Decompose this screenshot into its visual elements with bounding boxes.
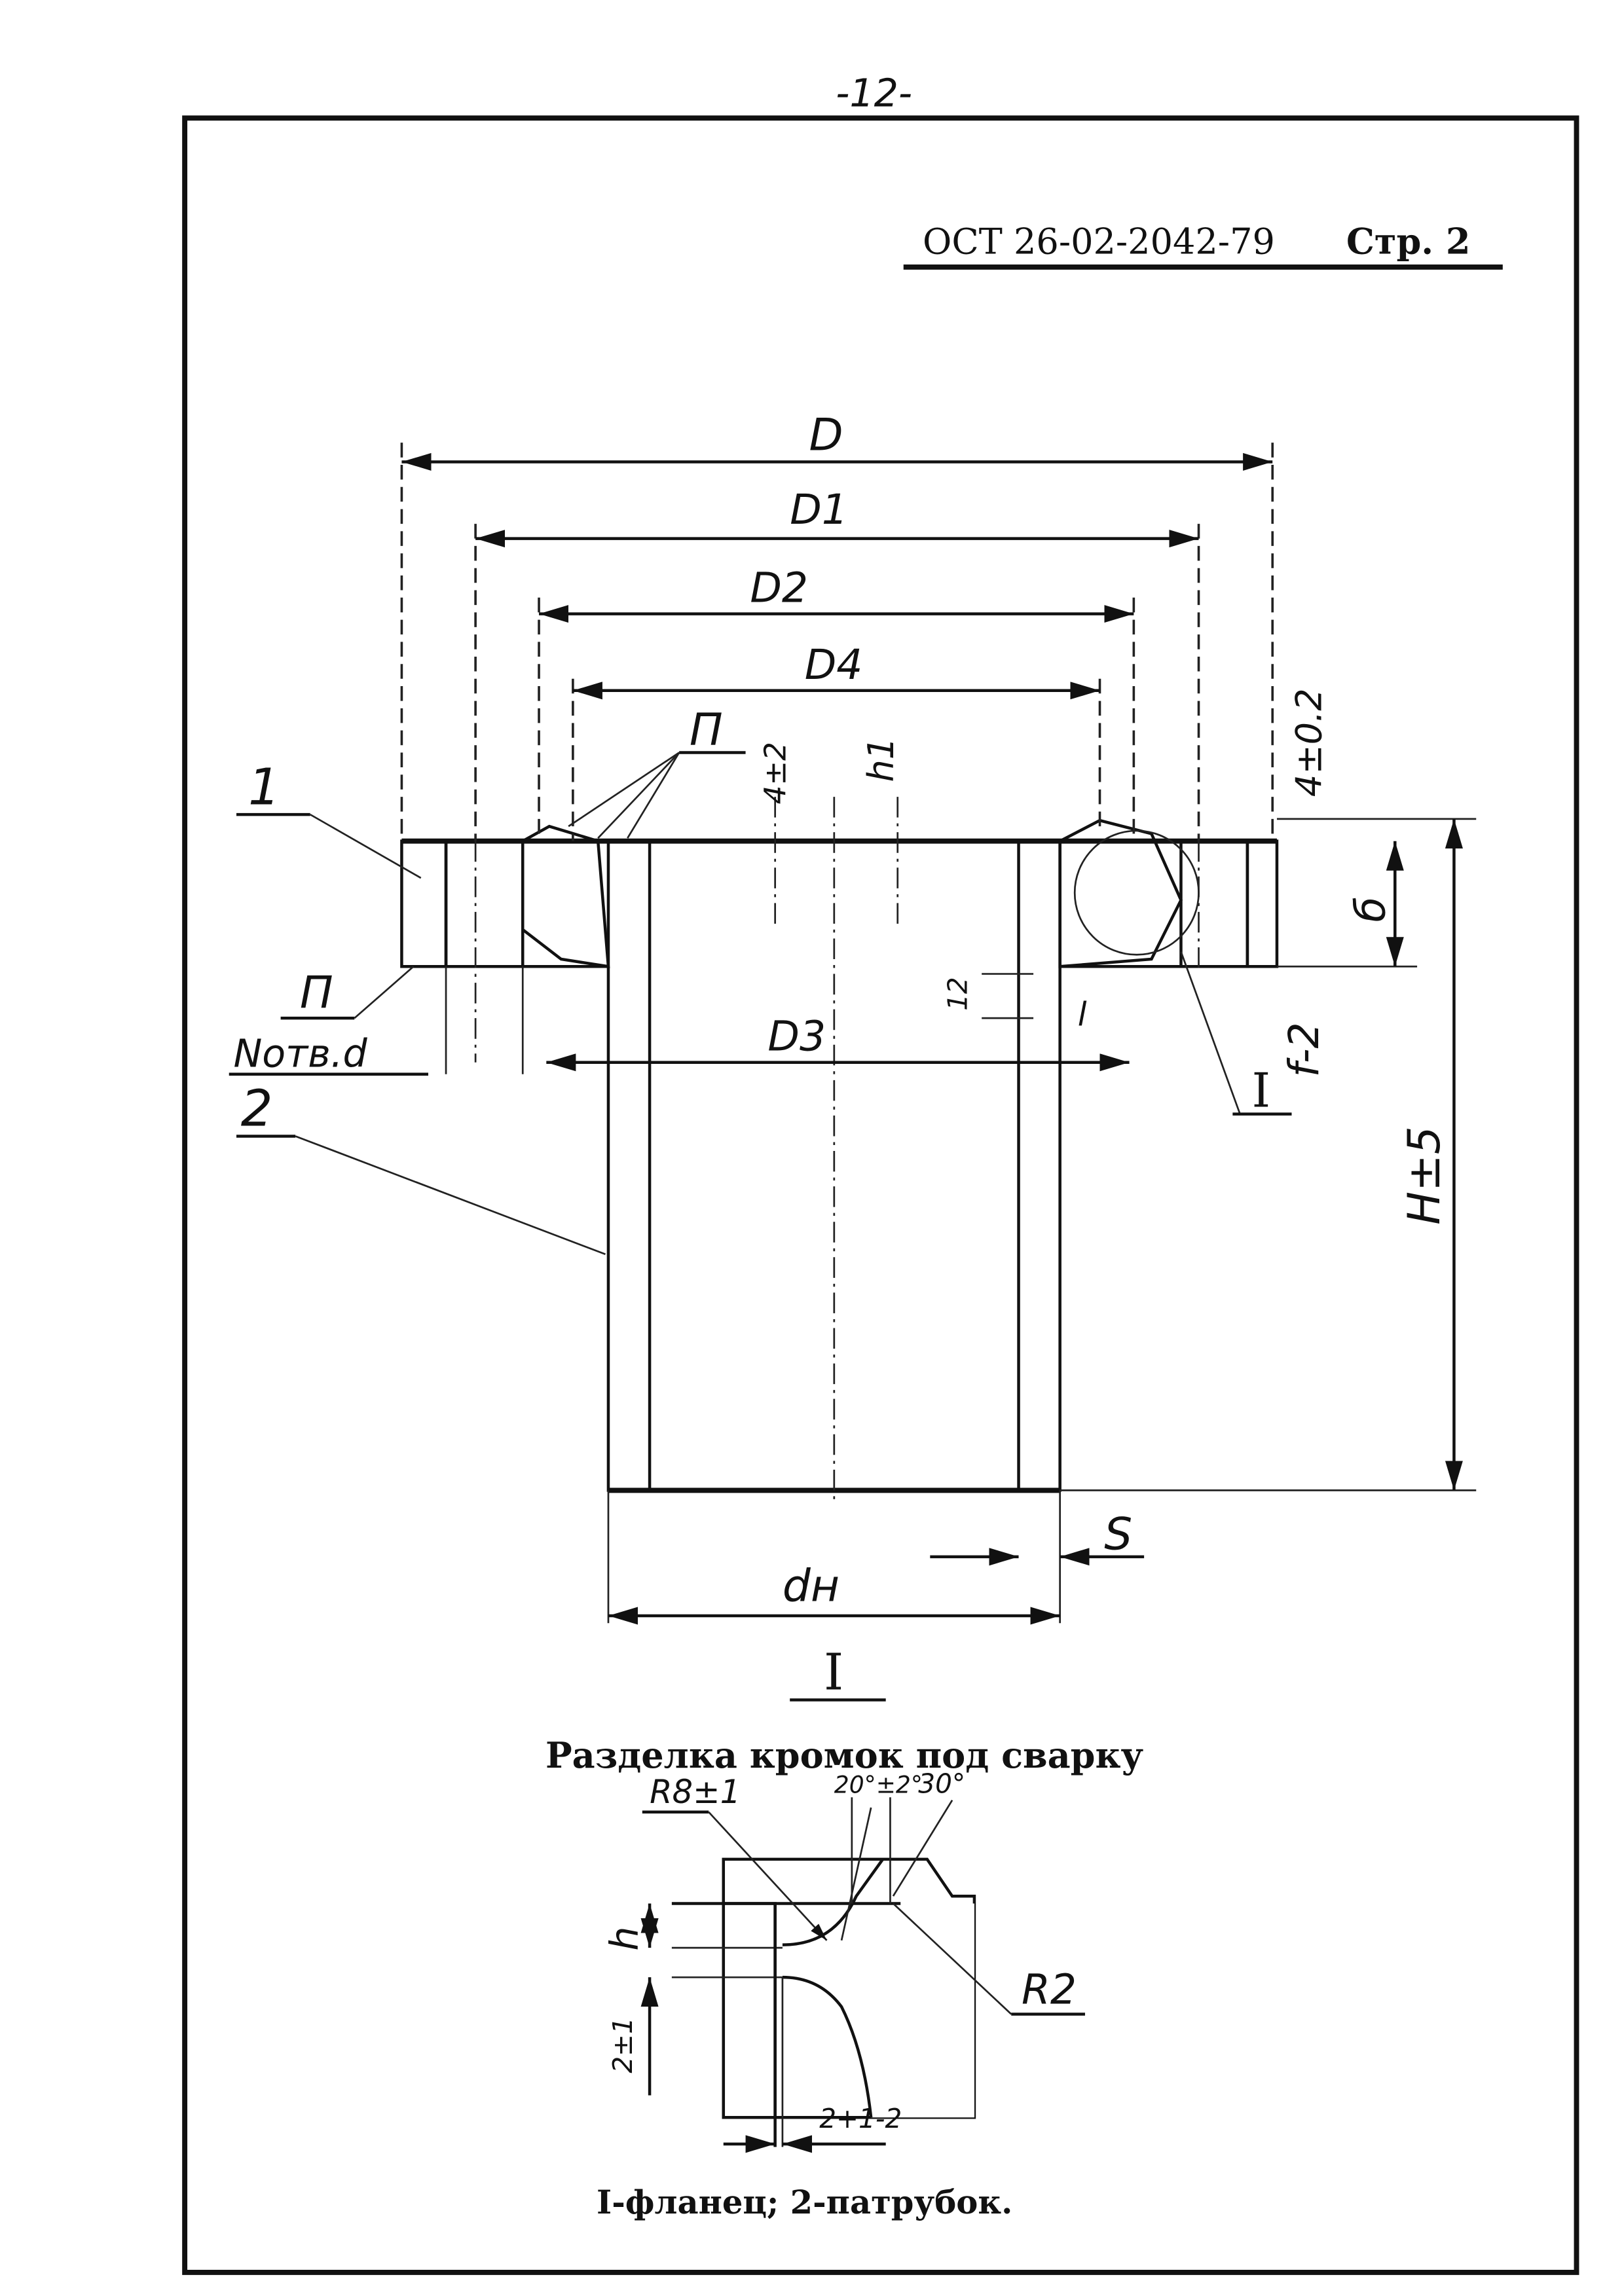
dim-b: б: [1346, 897, 1394, 922]
pipe-wall-left: [606, 839, 652, 1492]
detail-view: I Разделка кромок под сварку h 2±1 2+1-2…: [545, 1644, 1144, 2153]
dim-4-0.2: 4±0.2: [1289, 688, 1330, 797]
dim-H: H±5: [1398, 1126, 1450, 1225]
page-frame: [182, 115, 1579, 2275]
dim-D: D: [809, 409, 843, 460]
detail-circle: [1073, 829, 1200, 956]
detail-R8: R8±1: [650, 1773, 741, 1811]
weld-P-top: П: [690, 704, 723, 756]
detail-h: h: [602, 1926, 647, 1950]
dim-D2: D2: [750, 564, 808, 612]
dim-D4: D4: [805, 640, 863, 689]
dim-l: l: [1078, 995, 1087, 1033]
caption: I-фланец; 2-патрубок.: [597, 2183, 1012, 2221]
main-view: D D1 D2 D4 D3 dн S H±5 б 4±0.2 f-2 4±2 h…: [229, 409, 1477, 1625]
dim-f: f-2: [1280, 1022, 1328, 1077]
holes-label: Nотв.d: [233, 1032, 367, 1076]
dim-h1: h1: [860, 737, 902, 782]
detail-angle-30: 30°: [918, 1768, 965, 1799]
pipe-wall-right: [1017, 839, 1061, 1492]
detail-R2: R2: [1022, 1965, 1077, 2014]
dim-D1: D1: [790, 485, 848, 534]
page-label: Стр. 2: [1346, 221, 1471, 263]
standard-number: ОСТ 26-02-2042-79: [923, 221, 1275, 263]
page-number: -12-: [836, 71, 912, 115]
detail-root: 2+1-2: [819, 2103, 902, 2134]
detail-ref: I: [824, 1644, 843, 1702]
dim-S: S: [1104, 1508, 1132, 1560]
dim-D3: D3: [767, 1012, 826, 1061]
weld-P-left: П: [300, 966, 333, 1018]
detail-angle-20: 20°±2°: [834, 1771, 923, 1798]
dim-4-2: 4±2: [758, 742, 792, 804]
dim-dn: dн: [783, 1559, 840, 1611]
item-2-label: 2: [241, 1080, 273, 1139]
dim-12: 12: [942, 977, 974, 1011]
flange-left: [400, 839, 448, 968]
detail-gap: 2±1: [607, 2017, 638, 2073]
item-1-label: 1: [248, 758, 280, 816]
detail-ref-label: I: [1252, 1063, 1271, 1118]
detail-title: Разделка кромок под сварку: [545, 1734, 1144, 1776]
